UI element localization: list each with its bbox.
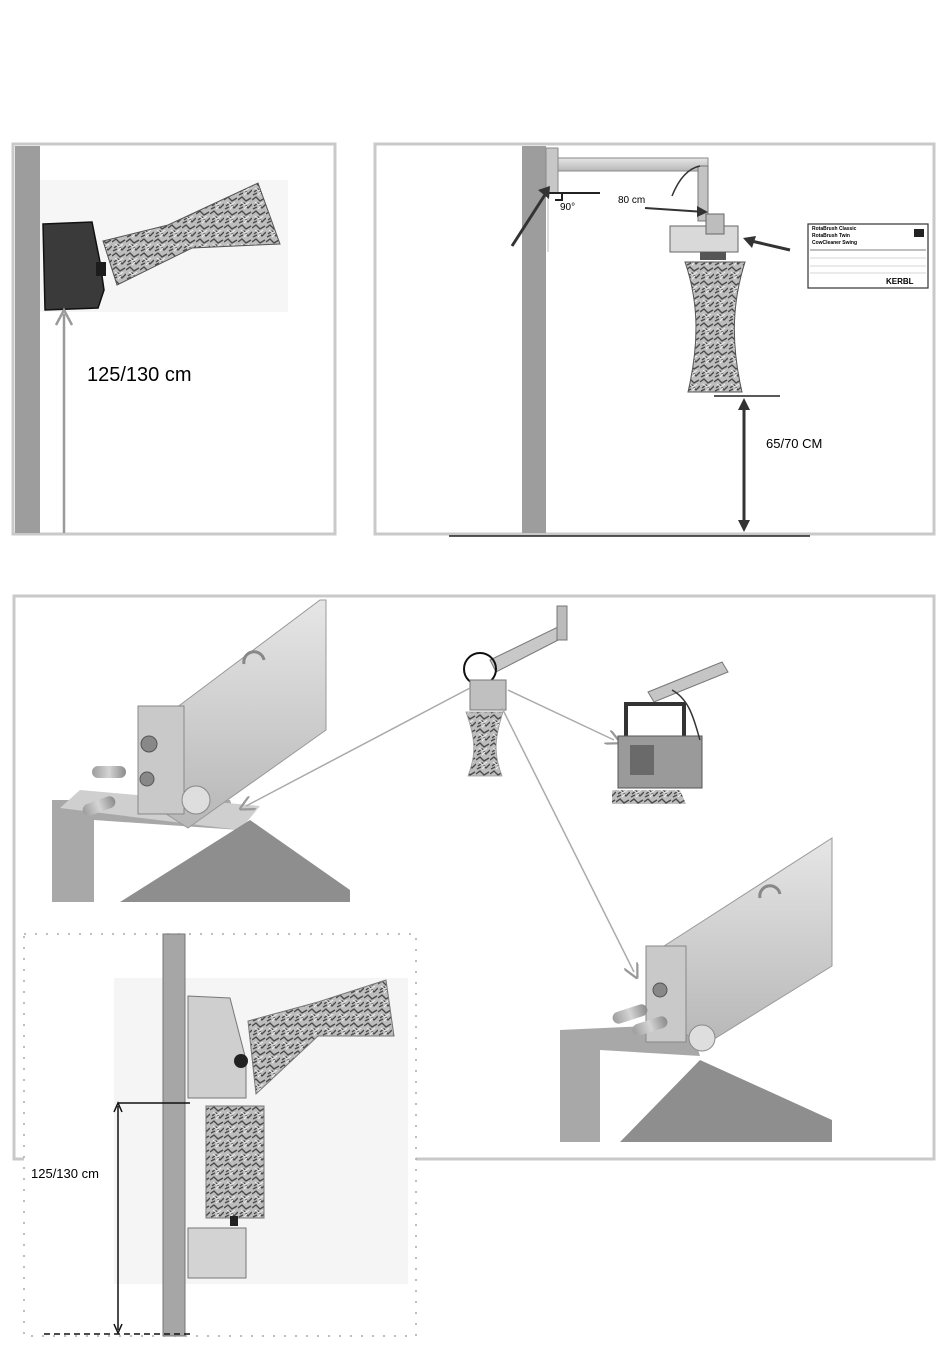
wall-post <box>15 146 40 533</box>
nameplate-row-3: CowCleaner Swing <box>812 240 857 246</box>
motor-housing <box>43 222 104 310</box>
nameplate-row-2: RotaBrush Twin <box>812 233 850 239</box>
brush-lower <box>206 1106 264 1218</box>
inset-height-label: 125/130 cm <box>31 1166 99 1181</box>
nameplate-row-1: RotaBrush Classic <box>812 226 856 232</box>
nameplate-brand: KERBL <box>886 277 914 286</box>
arm <box>546 158 708 171</box>
wall-post <box>522 146 546 533</box>
panel2-height-label: 65/70 CM <box>766 436 822 451</box>
inset-twin-mount-height <box>24 934 416 1336</box>
motor-unit <box>670 226 738 252</box>
panel-2-ceiling-mount <box>375 144 934 536</box>
angle-label: 90° <box>560 202 575 213</box>
panel-1-wall-mount-height <box>13 144 335 534</box>
arm-length-label: 80 cm <box>618 195 645 206</box>
panel1-height-label: 125/130 cm <box>87 364 192 387</box>
wall-post <box>163 934 185 1336</box>
